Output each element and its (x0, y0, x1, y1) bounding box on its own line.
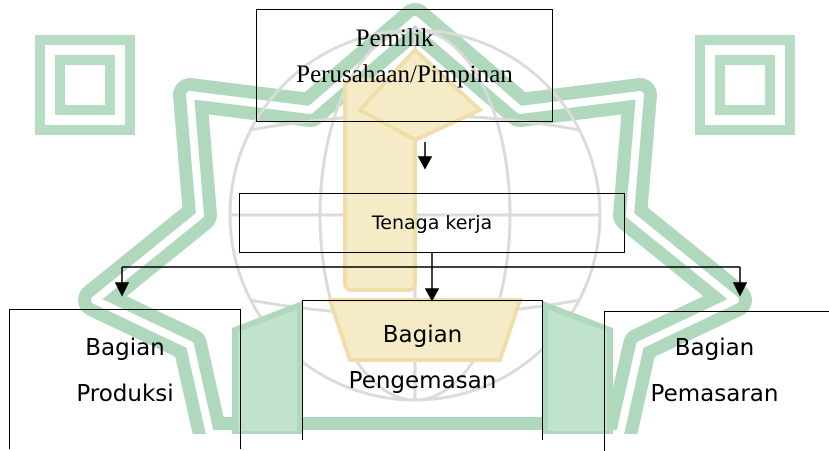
arrowhead-to-pemasaran (732, 282, 748, 297)
connectors (114, 142, 748, 302)
arrowhead-to-produksi (114, 282, 130, 297)
arrowhead-to-pengemasan (424, 288, 440, 302)
box-tenaga-kerja: Tenaga kerja (239, 193, 625, 253)
box-produksi-line2: Produksi (76, 381, 174, 407)
box-pemilik-line1: Pemilik (355, 25, 434, 52)
diagram-canvas (35, 3, 795, 434)
box-pemasaran-line2: Pemasaran (650, 381, 779, 407)
box-tenaga-kerja-label: Tenaga kerja (371, 212, 493, 234)
box-pengemasan-line1: Bagian (382, 322, 463, 348)
box-pemilik-line2: Perusahaan/Pimpinan (296, 61, 513, 88)
box-pengemasan-line2: Pengemasan (348, 368, 497, 394)
box-pemilik-perusahaan: Pemilik Perusahaan/Pimpinan (256, 9, 553, 122)
box-produksi-line1: Bagian (85, 335, 165, 361)
box-pemasaran-line1: Bagian (674, 335, 755, 361)
arrowhead-top-to-middle (417, 156, 433, 170)
box-bagian-produksi: Bagian Produksi (9, 309, 241, 449)
box-bagian-pengemasan: Bagian Pengemasan (302, 300, 543, 440)
watermark-emblem-icon (35, 3, 795, 434)
box-bagian-pemasaran: Bagian Pemasaran (604, 311, 829, 451)
